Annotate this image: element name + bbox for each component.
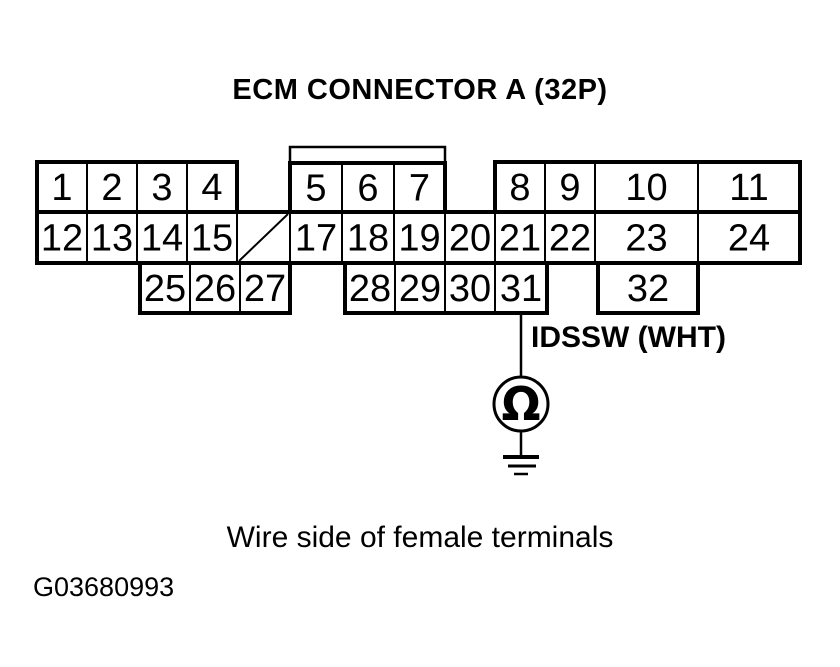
test-circuit: IDSSW (WHT) Ω xyxy=(492,313,726,476)
pin-label-3: 3 xyxy=(151,167,172,209)
block-outline-pins-28-31 xyxy=(343,261,549,315)
pin-label-18: 18 xyxy=(347,218,389,260)
pin-label-11: 11 xyxy=(729,167,768,209)
connector-key-tab xyxy=(288,145,447,165)
pin-label-28: 28 xyxy=(349,268,391,310)
pin-label-4: 4 xyxy=(201,167,222,209)
pin-label-26: 26 xyxy=(194,268,236,310)
pin-label-27: 27 xyxy=(244,268,286,310)
figure-id: G03680993 xyxy=(33,572,174,602)
ground-symbol xyxy=(503,455,539,476)
pin-label-15: 15 xyxy=(191,218,233,260)
pin-label-29: 29 xyxy=(399,268,441,310)
pin-label-21: 21 xyxy=(499,218,541,260)
connector-outline xyxy=(35,160,802,315)
pin-label-10: 10 xyxy=(625,167,667,209)
pin-label-22: 22 xyxy=(549,218,591,260)
pin-label-14: 14 xyxy=(141,218,183,260)
pin-label-19: 19 xyxy=(398,218,440,260)
pin-label-23: 23 xyxy=(625,218,667,260)
pin-label-8: 8 xyxy=(509,167,530,209)
pin-label-9: 9 xyxy=(559,167,580,209)
diagram-title: ECM CONNECTOR A (32P) xyxy=(232,74,607,106)
block-outline-pin-32 xyxy=(596,261,700,315)
pin-label-24: 24 xyxy=(728,218,770,260)
pin-label-20: 20 xyxy=(449,218,491,260)
pin-label-31: 31 xyxy=(500,268,542,310)
pin-label-5: 5 xyxy=(305,168,326,210)
pin-label-13: 13 xyxy=(91,218,133,260)
pin-label-17: 17 xyxy=(295,218,337,260)
block-outline-pins-25-27 xyxy=(138,261,292,315)
pin-label-1: 1 xyxy=(51,167,72,209)
pin-label-6: 6 xyxy=(357,168,378,210)
pin-label-2: 2 xyxy=(101,167,122,209)
pin-label-7: 7 xyxy=(409,168,430,210)
pin-label-25: 25 xyxy=(144,268,186,310)
pin-label-32: 32 xyxy=(627,268,669,310)
pin-label-12: 12 xyxy=(41,218,83,260)
wire-label: IDSSW (WHT) xyxy=(531,321,726,354)
ohm-symbol: Ω xyxy=(501,377,540,431)
pin-label-30: 30 xyxy=(449,268,491,310)
caption: Wire side of female terminals xyxy=(227,521,614,554)
missing-pin-slash xyxy=(238,213,289,262)
